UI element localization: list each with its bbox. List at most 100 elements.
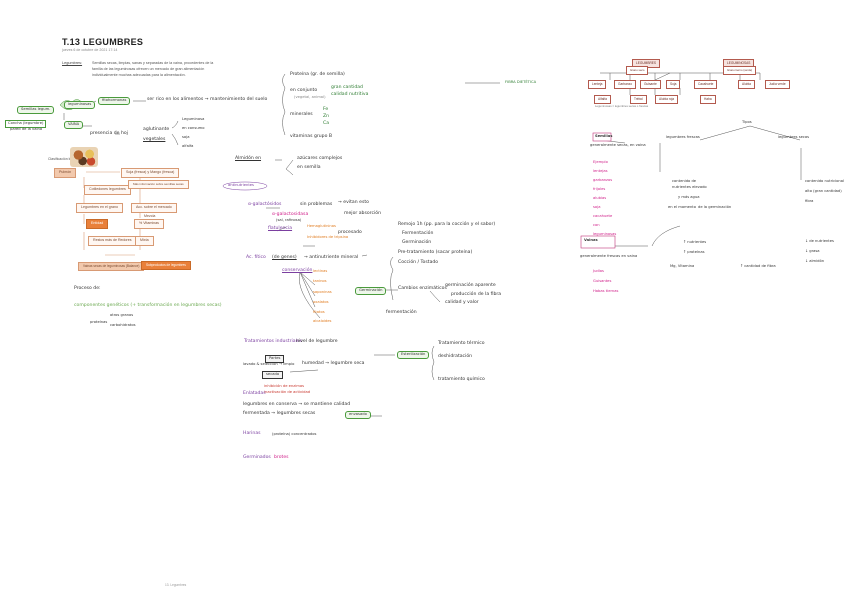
flow-node: Soja (fresca) y Mango (fresca) (121, 168, 180, 178)
almidon-label: Almidón en (235, 156, 262, 161)
vaina-item: Judías (593, 269, 604, 273)
flow-node: Subproductos de legumbres (141, 261, 191, 271)
pared-label: pared de la vaina (10, 127, 43, 131)
center-item: vitaminas grupo B (290, 134, 332, 139)
list-right-item: Fermentación (402, 231, 434, 236)
semillas-label: Semillas legum. (17, 106, 55, 114)
germ-desc: brotes (274, 455, 289, 460)
col2-head: legumbres frescas (666, 135, 700, 139)
tratamientos-label: Tratamientos industriales (244, 339, 303, 344)
envase-label: envasado (345, 411, 371, 419)
right-list-item: ↓ de nutrientes (805, 239, 834, 243)
leguminosas-label: leguminosas (64, 101, 96, 109)
flow-node: Pulmón (54, 168, 77, 178)
col1-item: con (593, 223, 600, 227)
flow-node: Legumbres en el grano (76, 203, 123, 213)
vaina-label: VAINA (64, 121, 84, 129)
anti-line: → antinutriente mineral (304, 255, 359, 260)
inactiv-label: inactivación de actividad (264, 390, 311, 394)
almidon-item: azúcares complejos (297, 156, 343, 161)
presencia-label: presencia de hoj (90, 131, 128, 136)
rafinosa-label: α-galactosidasa (272, 212, 309, 217)
right-row1: Judía verde (765, 80, 790, 90)
vaina-head: Vainas (584, 238, 598, 242)
germinados-label: Germinados (243, 455, 271, 460)
col2-item: de la germinación (698, 205, 732, 209)
col1-item: soja (593, 205, 601, 209)
flatulencia-label: flatulencia (268, 226, 293, 231)
flow-node: Cotiledones legumbres (84, 185, 131, 195)
list-right-item: Remojo 1h (pp. para la cocción y el sabo… (398, 222, 496, 227)
secado-label: secado (262, 371, 284, 379)
lista-item: Leguminosa (182, 117, 205, 121)
vegetales-label: vegetales (143, 137, 166, 142)
list-right-item: Germinación (402, 240, 432, 245)
g-item: producción de la fibra (451, 292, 502, 297)
center-item: (vegetal, animal) (294, 95, 326, 99)
right-row1: Alubia (738, 80, 755, 90)
lista-item: soja (182, 135, 190, 139)
proceso-line: proteínas (90, 320, 108, 324)
esterilizacion-label: Esterilización (397, 351, 430, 359)
flow-node: Mixta (135, 236, 154, 246)
trat-item: tratamiento químico (438, 377, 485, 382)
col1-item: lentejas (593, 169, 608, 173)
right-list-item: ↓ almidón (805, 259, 825, 263)
list-right-item: Pre-tratamiento (sacar proteína) (398, 250, 473, 255)
center-item: Proteína (gr. de semilla) (290, 72, 345, 77)
ferment-label: fermentación (386, 310, 417, 315)
mid-right-item: ↑ nutrientes (683, 240, 707, 244)
de-genes-label: (de genes) (272, 255, 297, 260)
col1-item: alubias (593, 196, 607, 200)
humedad-label: humedad → legumbre seca (302, 361, 365, 366)
col2-item: contenido de (672, 179, 697, 183)
legumes-photo (70, 147, 98, 167)
center-item: Zn (323, 114, 330, 119)
flow-node: Mezcla (144, 214, 156, 218)
enlatadas-label: Enlatadas (243, 391, 266, 396)
center-item: Ca (323, 121, 330, 126)
procesado-label: procesado (338, 230, 362, 235)
col2-item: en el momento (668, 205, 696, 209)
col1-item: cacahuete (593, 214, 613, 218)
right-row1: Soja (666, 80, 681, 90)
definition-line: individualmente muchas adecuadas para la… (92, 73, 186, 77)
galactosidos-label: α-galactósidos (248, 202, 282, 207)
proceso-line: carbohidratos (110, 323, 136, 327)
flow-node: Más información sobre semillas secas (128, 180, 189, 189)
lista-item: alfalfa (182, 144, 194, 148)
vaina-item: Guisantes (593, 279, 612, 283)
col2-item: y más agua (678, 195, 700, 199)
right-list-item: ↓ grasa (805, 249, 820, 253)
rama-item: alcaloides (313, 319, 332, 323)
right-note: Leguminosas = legumbres secas o frescas (595, 104, 649, 108)
flow-node: % Vitaminas (134, 219, 164, 229)
lavado-label: lavado & selección → limpio (243, 362, 295, 366)
right-row2: Trébol (630, 95, 647, 105)
col2-item: nutrientes elevado (672, 185, 707, 189)
ferm-rapido-label: fermentada → legumbres secas (243, 411, 316, 416)
harinas-label: Harinas (243, 431, 261, 436)
col1-item: leguminosas (593, 232, 617, 236)
lista-item: en consumo (182, 126, 205, 130)
definition-line: familia de las leguminosas ofrecen un me… (92, 67, 205, 71)
definition-line: Semillas secas, limpias, sanas y separad… (92, 61, 214, 65)
right-head: Grano seco (626, 66, 649, 75)
col3-head: legumbres secas (778, 135, 810, 139)
center-item: calidad nutritiva (331, 92, 369, 97)
col1-item: Ejemplo (593, 160, 608, 164)
inhib-enz-label: inhibición de enzimas (264, 384, 305, 388)
rama-item: saponinas (313, 290, 332, 294)
germinacion-label: Germinación (355, 287, 387, 295)
right-head: Grano tierno (verde) (723, 66, 757, 75)
cambios-label: Cambios enzimáticos (398, 286, 447, 291)
mid-right-item: ↑ cantidad de fibra (740, 264, 776, 268)
rama-item: fitatos (313, 310, 325, 314)
col1-item: garbanzos (593, 178, 613, 182)
g-item: germinación aparente (445, 283, 496, 288)
flow-node: Acc. sobre el mercado (131, 203, 177, 213)
proceso-line: componentes genéticos (+ transformación … (74, 303, 222, 308)
almidon-item: en semilla (297, 165, 321, 170)
conservas-label: legumbres en conserva → se mantiene cali… (243, 402, 351, 407)
rama-item: taninos (313, 279, 327, 283)
